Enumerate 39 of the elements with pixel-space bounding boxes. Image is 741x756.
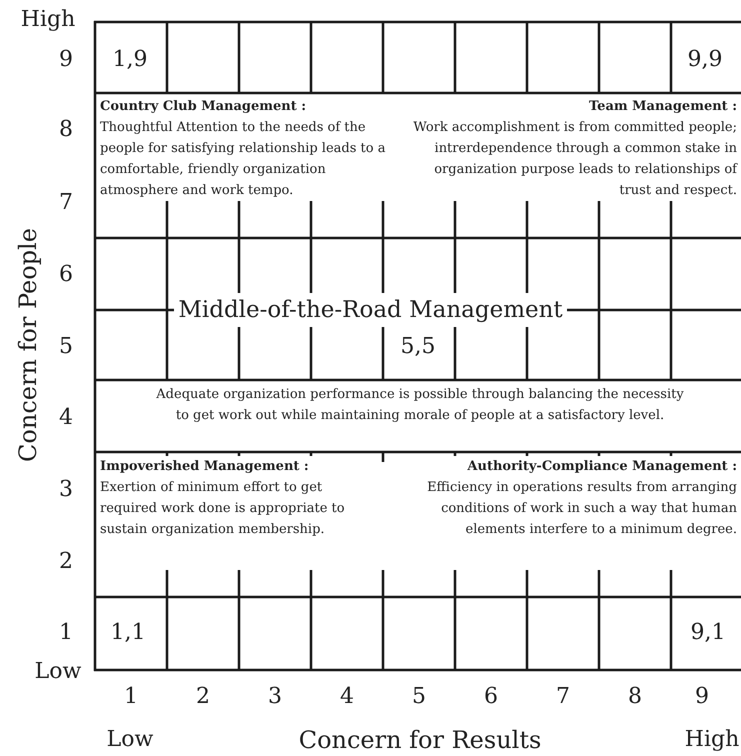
style-heading: Impoverished Management : bbox=[100, 458, 310, 476]
axis-title: Concern for People bbox=[16, 228, 40, 462]
style-description: Efficiency in operations results from arranging conditions of work in such a way that human elements interfere to a minimum degree. bbox=[426, 479, 737, 539]
style-description: Thoughtful Attention to the needs of the people for satisfying relationship leads to a comfortable, friendly organization atmosphere and work tempo. bbox=[100, 119, 386, 200]
axis-tick-label: 2 bbox=[196, 686, 210, 708]
axis-end-label: Low bbox=[106, 729, 154, 751]
cell-coordinate: 1,1 bbox=[110, 622, 146, 644]
axis-tick-label: 3 bbox=[268, 686, 282, 708]
axis-tick-label: 3 bbox=[59, 479, 73, 501]
cell-coordinate: 1,9 bbox=[112, 49, 148, 71]
axis-tick-label: 8 bbox=[59, 119, 73, 141]
axis-tick-label: 8 bbox=[628, 686, 642, 708]
style-description: Work accomplishment is from committed people; intrerdependence through a common stake in organization purpose leads to relationships of trust and respect. bbox=[412, 119, 737, 200]
grid-style-title: Middle-of-the-Road Management bbox=[174, 293, 567, 327]
axis-tick-label: 5 bbox=[59, 336, 73, 358]
axis-tick-label: 9 bbox=[695, 686, 709, 708]
axis-tick-label: 4 bbox=[59, 407, 73, 429]
style-heading: Authority-Compliance Management : bbox=[466, 458, 737, 476]
axis-end-label: High bbox=[20, 9, 76, 31]
axis-tick-label: 2 bbox=[59, 551, 73, 573]
style-description: Exertion of minimum effort to get required work done is appropriate to sustain organization membership. bbox=[100, 479, 346, 539]
axis-tick-label: 7 bbox=[556, 686, 570, 708]
axis-tick-label: 6 bbox=[484, 686, 498, 708]
axis-tick-label: 9 bbox=[59, 49, 73, 71]
axis-title: Concern for Results bbox=[298, 728, 542, 752]
style-description: Adequate organization performance is possible through balancing the necessity to get work out while maintaining morale of people at a satisfactory level. bbox=[155, 386, 685, 425]
axis-end-label: Low bbox=[34, 661, 82, 683]
axis-tick-label: 5 bbox=[412, 686, 426, 708]
axis-end-label: High bbox=[684, 729, 740, 751]
style-heading: Country Club Management : bbox=[100, 98, 308, 116]
axis-tick-label: 7 bbox=[59, 192, 73, 214]
axis-tick-label: 4 bbox=[340, 686, 354, 708]
axis-tick-label: 1 bbox=[59, 622, 73, 644]
axis-tick-label: 1 bbox=[124, 686, 138, 708]
axis-tick-label: 6 bbox=[59, 264, 73, 286]
cell-coordinate: 9,9 bbox=[688, 49, 722, 71]
style-heading: Team Management : bbox=[588, 98, 737, 116]
cell-coordinate: 9,1 bbox=[690, 622, 726, 644]
cell-coordinate: 5,5 bbox=[400, 336, 436, 358]
